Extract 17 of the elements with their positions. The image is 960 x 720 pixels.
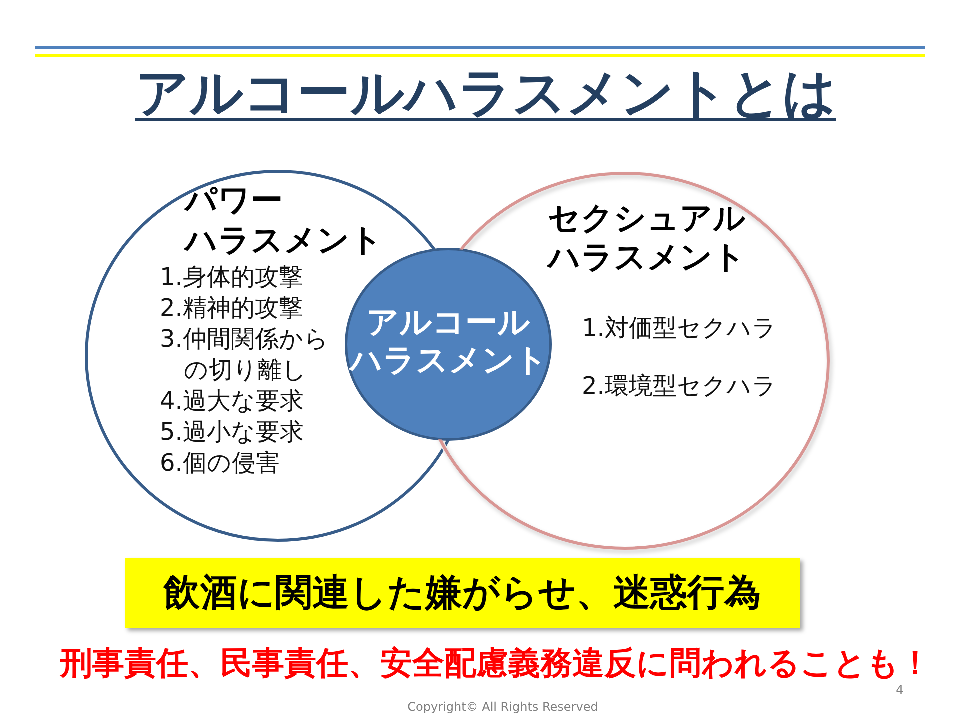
highlight-banner bbox=[125, 558, 800, 628]
list-item: 5.過小な要求 bbox=[160, 417, 305, 448]
list-item: 2.精神的攻撃 bbox=[160, 293, 304, 324]
circle-label: アルコールハラスメント bbox=[350, 303, 547, 379]
circle-heading: パワーハラスメント bbox=[185, 180, 384, 260]
warning-note: 刑事責任、民事責任、安全配慮義務違反に問われることも！ bbox=[60, 643, 932, 684]
copyright-notice: Copyright© All Rights Reserved bbox=[408, 699, 598, 715]
list-item: 4.過大な要求 bbox=[160, 386, 305, 417]
circle-heading: セクシュアルハラスメント bbox=[548, 199, 747, 277]
slide-title: アルコールハラスメントとは bbox=[136, 62, 836, 126]
page-number: 4 bbox=[896, 682, 904, 698]
list-item: 1.対価型セクハラ bbox=[582, 313, 778, 344]
list-item: 1.身体的攻撃 bbox=[160, 262, 304, 293]
banner-text: 飲酒に関連した嫌がらせ、迷惑行為 bbox=[164, 570, 762, 616]
list-item: 6.個の侵害 bbox=[160, 448, 281, 479]
list-item: 2.環境型セクハラ bbox=[582, 371, 778, 402]
list-item: 3.仲間関係からの切り離し bbox=[160, 324, 330, 386]
